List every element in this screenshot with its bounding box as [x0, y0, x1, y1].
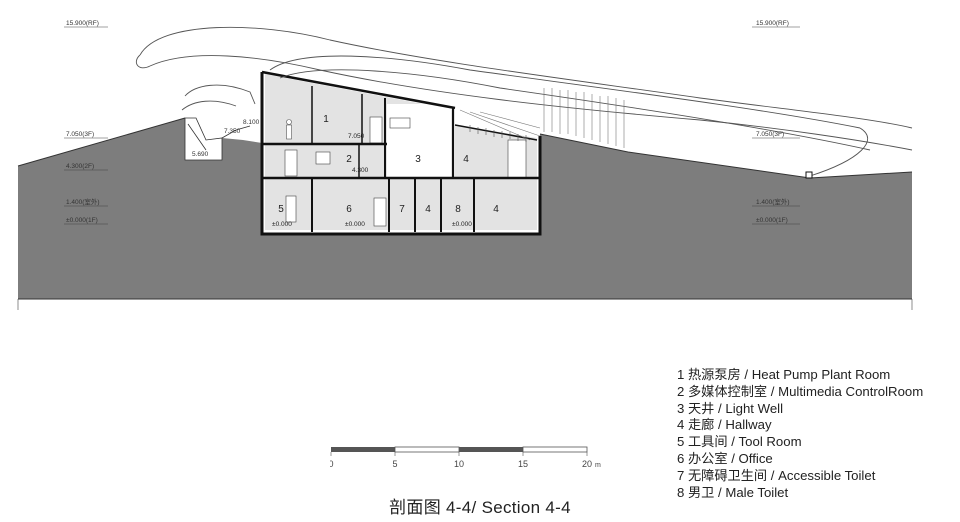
room-number: 8	[455, 204, 461, 215]
door-mark	[284, 149, 298, 177]
room-number: 4	[493, 204, 499, 215]
level-label: 15.900(RF)	[66, 20, 99, 27]
room-legend: 1 热源泵房 / Heat Pump Plant Room 2 多媒体控制室 /…	[677, 367, 957, 501]
vent-mark	[389, 117, 411, 129]
scale-tick: 0	[330, 459, 334, 469]
room-number: 1	[323, 114, 329, 125]
room-number: 7	[399, 204, 405, 215]
building-walls	[260, 70, 542, 236]
person-figure	[286, 119, 292, 140]
light-well	[387, 104, 451, 177]
scale-segment	[459, 447, 523, 452]
level-label: ±0.000(1F)	[66, 217, 98, 224]
terrain-line	[17, 117, 913, 179]
level-label: 4.300(2F)	[66, 163, 94, 170]
door-mark	[369, 116, 383, 144]
legend-item: 2 多媒体控制室 / Multimedia ControlRoom	[677, 383, 924, 399]
room-number: 3	[415, 154, 421, 165]
room-level: ±0.000	[452, 221, 472, 228]
drawing-caption: 剖面图 4-4/ Section 4-4	[389, 498, 571, 517]
level-label: 8.100	[243, 119, 260, 126]
room-number: 4	[463, 154, 469, 165]
level-label: 5.690	[192, 151, 209, 158]
level-label: 1.400(室外)	[756, 197, 790, 206]
door-mark	[285, 195, 297, 223]
stairs	[469, 125, 527, 142]
room-number: 4	[425, 204, 431, 215]
scale-segment	[331, 447, 395, 452]
room-level: 7.050	[348, 133, 365, 140]
legend-item: 8 男卫 / Male Toilet	[677, 484, 789, 500]
scale-tick: 5	[392, 459, 397, 469]
legend-item: 5 工具间 / Tool Room	[677, 434, 802, 450]
door-mark	[507, 139, 527, 179]
door-mark	[373, 197, 387, 227]
legend-item: 6 办公室 / Office	[677, 450, 773, 466]
scale-tick: 20	[582, 459, 592, 469]
scale-bar: 0 5 10 15 20 m	[330, 446, 601, 469]
level-label: 7.050(3F)	[66, 131, 94, 138]
level-label: 7.350	[224, 128, 241, 135]
section-drawing: 15.900(RF) 7.050(3F) 4.300(2F) 1.400(室外)…	[17, 20, 913, 310]
ground-mass	[18, 118, 912, 299]
scale-tick: 10	[454, 459, 464, 469]
room-number: 2	[346, 154, 352, 165]
level-markers-left	[64, 26, 108, 225]
scale-segment	[394, 446, 460, 453]
left-annex	[184, 117, 251, 161]
level-markers-right	[752, 26, 800, 225]
room-number: 5	[278, 204, 284, 215]
window-mark	[315, 151, 331, 165]
scale-segment	[522, 446, 588, 453]
level-label: 7.050(3F)	[756, 131, 784, 138]
facade-louvres	[459, 88, 625, 148]
level-label: 1.400(室外)	[66, 197, 100, 206]
roof-shells	[136, 26, 913, 177]
legend-item: 1 热源泵房 / Heat Pump Plant Room	[677, 367, 891, 382]
legend-item: 4 走廊 / Hallway	[677, 417, 772, 433]
room-level: ±0.000	[272, 221, 292, 228]
room-level: ±0.000	[345, 221, 365, 228]
scale-unit: m	[595, 462, 601, 469]
scale-tick: 15	[518, 459, 528, 469]
room-level: 4.300	[352, 167, 369, 174]
level-label: ±0.000(1F)	[756, 217, 788, 224]
legend-item: 3 天井 / Light Well	[677, 400, 784, 416]
right-end-marker	[805, 171, 813, 179]
room-number: 6	[346, 204, 352, 215]
legend-item: 7 无障碍卫生间 / Accessible Toilet	[677, 467, 876, 483]
level-label: 15.900(RF)	[756, 20, 789, 27]
